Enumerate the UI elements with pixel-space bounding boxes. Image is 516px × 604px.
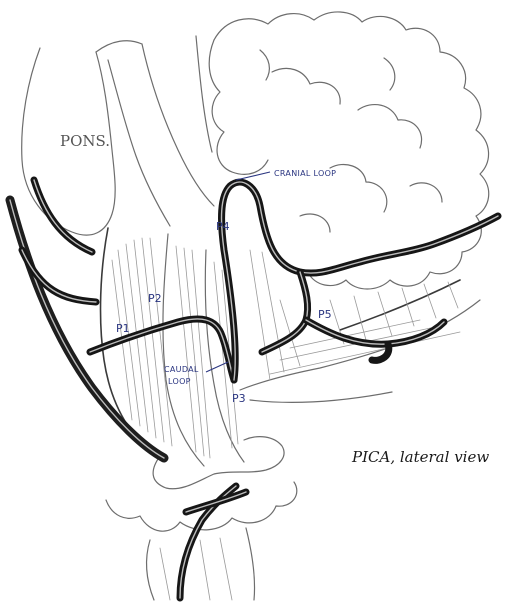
- lower-vessel: [180, 486, 246, 598]
- caption-pica-lateral-view: PICA, lateral view: [351, 448, 489, 466]
- pica-artery: [90, 182, 498, 380]
- label-cranial-loop: CRANIAL LOOP: [274, 169, 336, 178]
- vertebral-artery: [10, 180, 164, 458]
- pons-outline: [22, 36, 214, 235]
- label-p2: P2: [148, 292, 162, 305]
- label-p4: P4: [216, 220, 230, 233]
- label-p1: P1: [116, 322, 130, 335]
- label-pons: PONS.: [60, 132, 110, 150]
- label-caudal-loop-line1: CAUDAL: [164, 365, 199, 374]
- cerebellum-outline: [209, 12, 489, 289]
- brainstem-hatching: [112, 238, 460, 458]
- label-p5: P5: [318, 308, 332, 321]
- label-p3: P3: [232, 392, 246, 405]
- label-caudal-loop-line2: LOOP: [168, 377, 191, 386]
- brainstem-outline: [101, 228, 480, 466]
